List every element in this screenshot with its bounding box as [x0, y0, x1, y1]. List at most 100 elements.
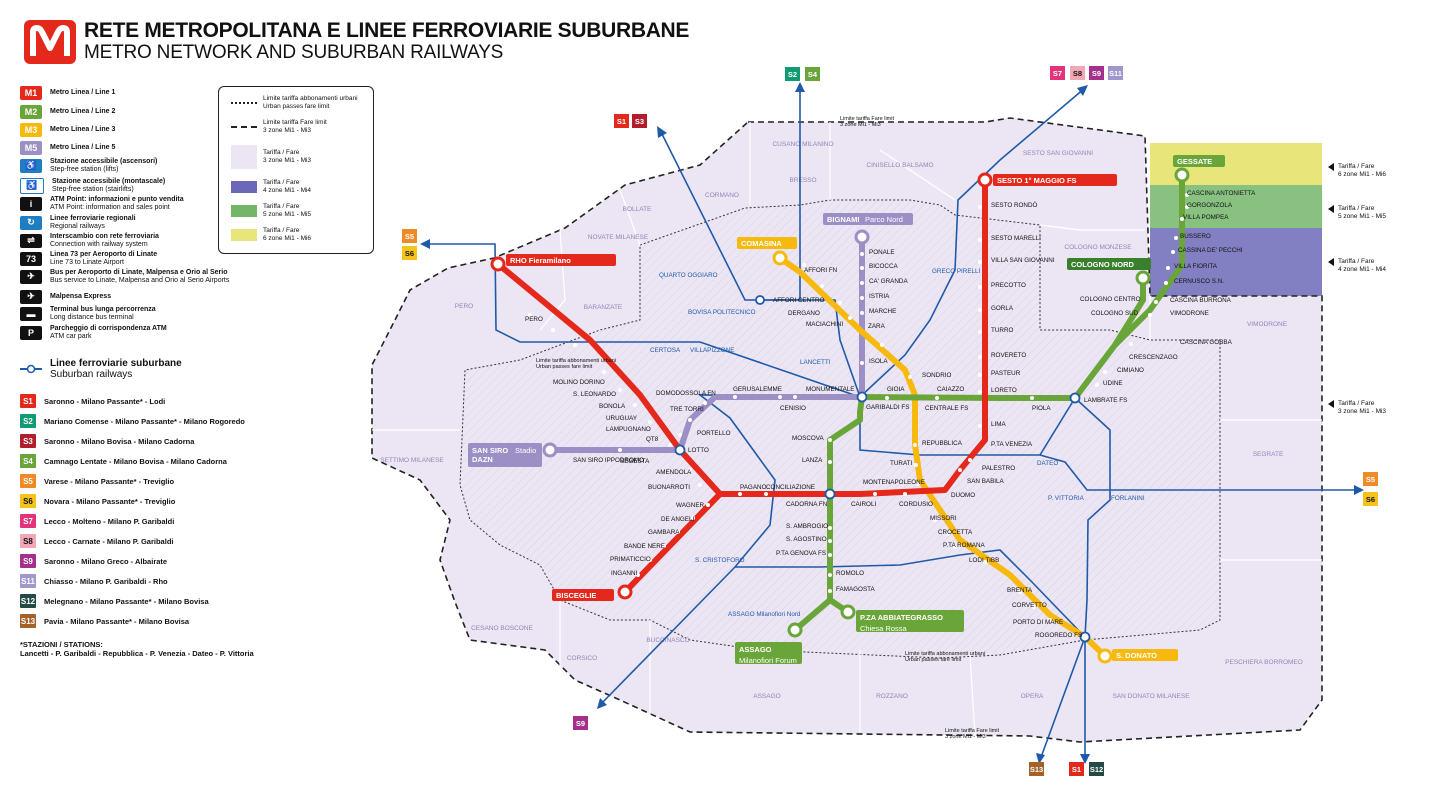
area-label: ROZZANO	[876, 693, 908, 700]
rail-badge-bg	[1108, 66, 1123, 80]
station-label-m1: BANDE NERE	[624, 543, 665, 550]
station-label-m5: PORTELLO	[697, 430, 731, 437]
station-label-m1: GORLA	[991, 305, 1014, 312]
terminus-bignami	[854, 229, 870, 245]
terminus-tag-bg	[468, 443, 542, 467]
rail-badge-text: S7	[1053, 69, 1062, 78]
station-dot	[916, 482, 920, 486]
station-dot	[828, 589, 832, 593]
station-label-rail: CERTOSA	[650, 347, 681, 354]
fare-limit-note: Limite tariffa abbonamenti urbani	[536, 358, 616, 364]
station-label-rail: QUARTO OGGIARO	[659, 272, 718, 279]
station-dot	[978, 355, 982, 359]
station-label-m2: BUSSERO	[1180, 233, 1211, 240]
terminus-tag-bg	[1112, 649, 1178, 661]
stations-note-text: Lancetti - P. Garibaldi - Repubblica - P…	[20, 649, 254, 658]
station-dot	[1095, 383, 1099, 387]
terminus-gessate	[1174, 167, 1190, 183]
station-label-m1: AMENDOLA	[656, 469, 692, 476]
suburban-badge: S4	[20, 454, 36, 468]
station-dot	[953, 545, 957, 549]
rail-badge-s4: S4	[805, 67, 820, 81]
legend-item-label: Stazione accessibile (montascale)Step-fr…	[52, 177, 166, 193]
arrow-northwest	[657, 126, 667, 138]
bignami-sub: Parco Nord	[865, 215, 903, 224]
suburban-route-label: Lecco - Molteno - Milano P. Garibaldi	[44, 516, 175, 526]
station-dot	[828, 573, 832, 577]
station-dot	[691, 516, 695, 520]
station-label-m1: WAGNER	[676, 502, 705, 509]
station-label-m1: PAGANO	[740, 484, 767, 491]
terminus-comasina	[772, 250, 788, 266]
rail-badge-s13: S13	[1029, 762, 1044, 776]
hub-cadorna	[824, 488, 836, 500]
station-label-m3: BRENTA	[1007, 587, 1033, 594]
rail-badge-s9: S9	[1089, 66, 1104, 80]
station-dot	[648, 558, 652, 562]
station-label-m2: CASCINA ANTONIETTA	[1187, 190, 1256, 197]
fare-swatch	[231, 205, 257, 217]
station-label-m1: PALESTRO	[982, 465, 1015, 472]
station-label-m3: TURATI	[890, 460, 913, 467]
station-dot	[662, 544, 666, 548]
area-label: CESANO BOSCONE	[471, 625, 533, 632]
legend-item: ♿Stazione accessibile (ascensori)Step-fr…	[20, 157, 157, 174]
fare-limit-note: Limite tariffa Fare limit	[945, 728, 999, 734]
terminus-tag-bg	[856, 610, 964, 632]
station-dot	[1103, 370, 1107, 374]
station-markers	[528, 193, 1189, 622]
station-label-m1: SESTO RONDÒ	[991, 200, 1038, 209]
station-label-rail: BOVISA POLITECNICO	[688, 309, 756, 316]
area-label: SETTIMO MILANESE	[380, 457, 444, 464]
station-label-m5: MONUMENTALE	[806, 386, 855, 393]
suburban-route-label: Saronno - Milano Passante* - Lodi	[44, 396, 166, 406]
station-dot	[618, 388, 622, 392]
terminus-tag-bg	[993, 174, 1117, 186]
terminus-abbiategrasso	[840, 604, 856, 620]
station-dot	[1048, 618, 1052, 622]
station-label-m1: URUGUAY	[606, 415, 638, 422]
station-label-m1: CAIROLI	[851, 501, 876, 508]
legend-item-label: Bus per Aeroporto di Linate, Malpensa e …	[50, 268, 230, 284]
area-label: ASSAGO	[753, 693, 780, 700]
area-label: PESCHIERA BORROMEO	[1225, 659, 1303, 666]
terminus-tag-text: SAN SIRO	[472, 446, 508, 455]
station-dot	[1180, 217, 1184, 221]
station-label-m5: SAN SIRO IPPODROMO	[573, 457, 644, 464]
terminus-tag-text: SESTO 1° MAGGIO FS	[997, 176, 1077, 185]
rail-badge-bg	[1069, 762, 1084, 776]
rail-badge-s6: S6	[402, 246, 417, 260]
station-dot	[828, 526, 832, 530]
suburban-badge: S12	[20, 594, 36, 608]
hub-lambrate	[1069, 392, 1081, 404]
terminus-tag-bg	[823, 213, 913, 225]
rail-line-pavia	[1039, 636, 1086, 761]
station-dot	[946, 532, 950, 536]
suburban-route-label: Saronno - Milano Bovisa - Milano Cadorna	[44, 436, 195, 446]
rail-badge-text: S12	[1090, 765, 1103, 774]
station-dot	[648, 420, 652, 424]
rail-badge-bg	[402, 229, 417, 243]
fare-swatch	[231, 229, 257, 241]
station-label-m1: PRIMATICCIO	[610, 556, 651, 563]
rail-badge-bg	[805, 67, 820, 81]
terminus-bisceglie	[617, 584, 633, 600]
station-label-m1: S. LEONARDO	[573, 391, 616, 398]
rail-line-passante	[859, 397, 1360, 491]
fare-side-label: 6 zone Mi1 - Mi6	[1338, 171, 1386, 178]
suburban-badge: S7	[20, 514, 36, 528]
interchange-hubs	[674, 295, 1091, 643]
fare-pointer-icon	[1328, 400, 1334, 408]
